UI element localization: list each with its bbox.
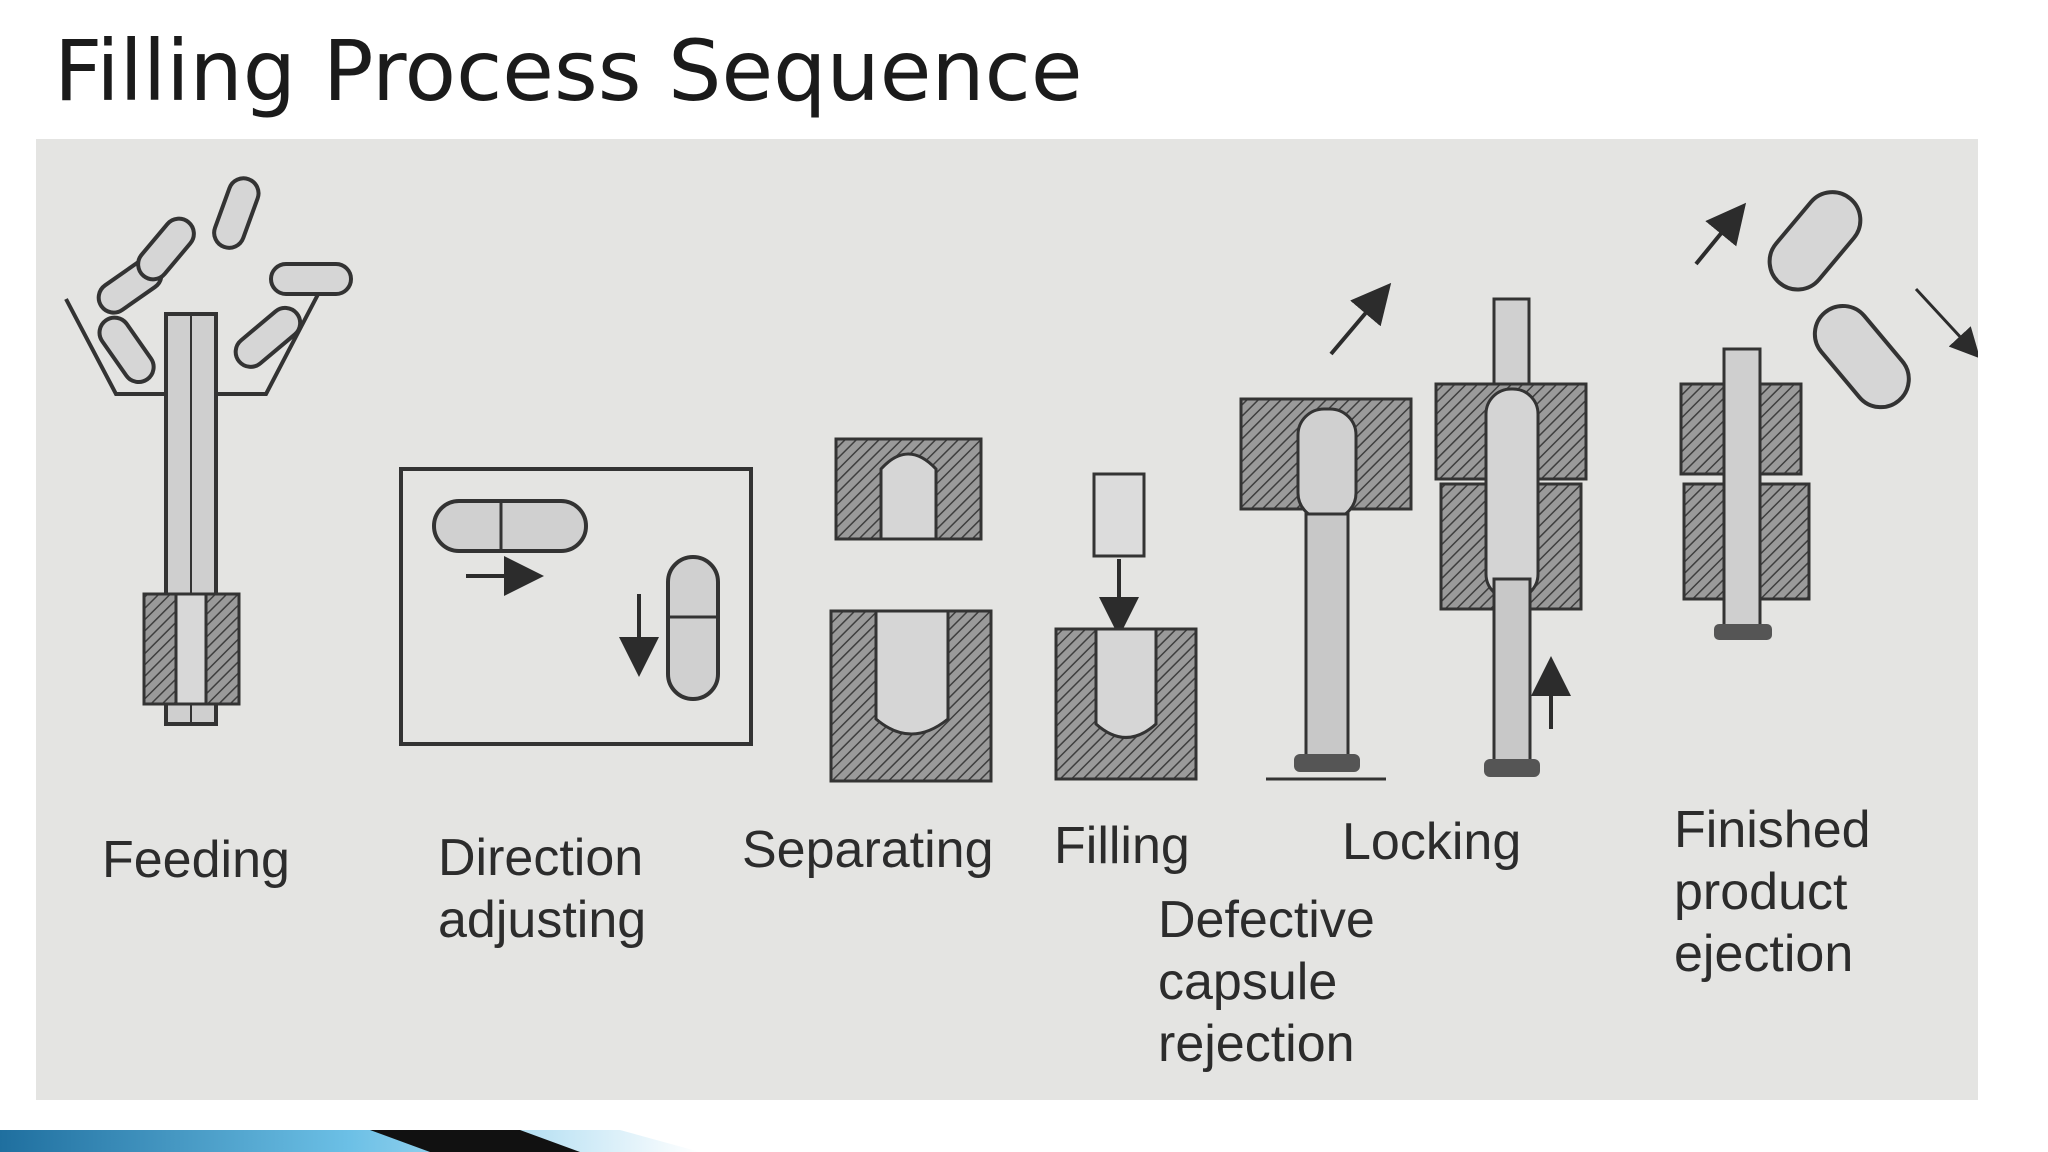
capsule-icon	[212, 176, 261, 250]
capsule-icon	[269, 262, 353, 296]
stage-label-direction-adjusting: Direction adjusting	[438, 829, 647, 949]
capsule-icon	[97, 315, 156, 385]
stage-label-separating: Separating	[742, 821, 994, 879]
separating-illustration	[829, 437, 993, 783]
feeding-illustration	[64, 176, 353, 726]
capsule-icon	[1812, 303, 1911, 410]
stage-label-feeding: Feeding	[102, 831, 290, 889]
stage-label-locking: Locking	[1342, 813, 1522, 871]
filling-illustration	[1054, 472, 1198, 781]
stage-label-defective-rejection: Defective capsule rejection	[1158, 891, 1375, 1073]
defective-rejection-illustration	[1239, 282, 1413, 781]
process-diagram-photo: Feeding Direction adjusting Separating F…	[36, 139, 1978, 1100]
capsule-icon	[136, 216, 196, 282]
locking-illustration	[1434, 297, 1588, 777]
stage-label-filling: Filling	[1054, 817, 1190, 875]
capsule-icon	[233, 305, 303, 369]
arrow-icon	[1914, 287, 1978, 359]
finished-ejection-illustration	[1679, 190, 1978, 640]
arrow-icon	[1329, 282, 1392, 356]
capsule-icon	[1767, 190, 1863, 292]
footer-accent-bar	[0, 1130, 700, 1152]
page-title: Filling Process Sequence	[54, 22, 1083, 120]
capsule-icon	[666, 555, 720, 701]
capsule-icon	[432, 499, 588, 553]
direction-adjusting-illustration	[399, 467, 753, 746]
stage-label-finished-ejection: Finished product ejection	[1674, 801, 1871, 983]
arrow-icon	[1694, 202, 1747, 266]
